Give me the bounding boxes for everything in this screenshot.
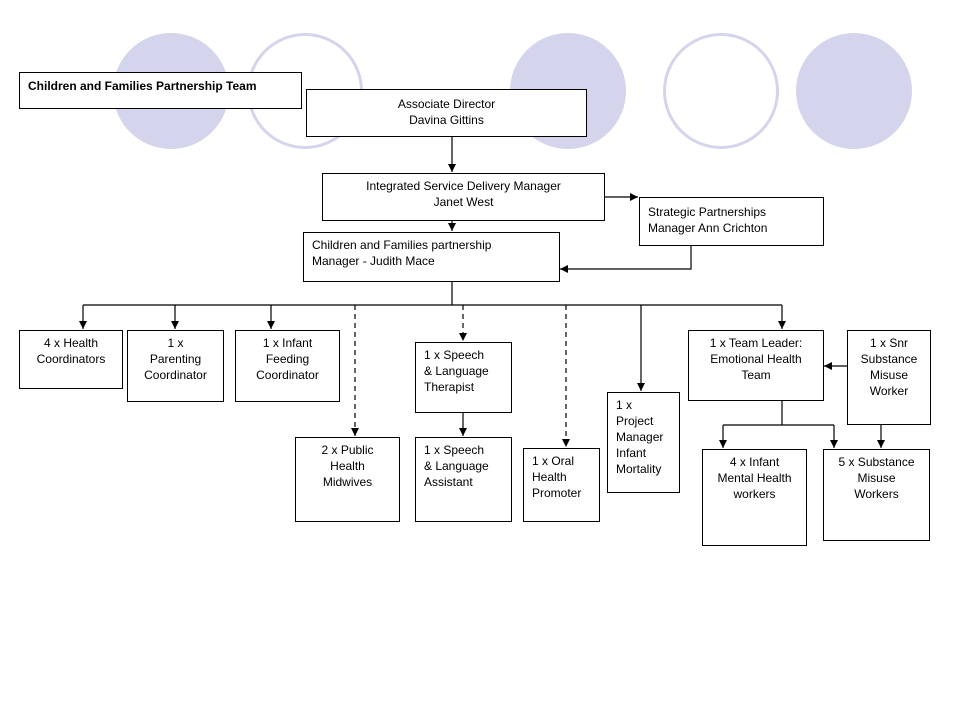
node-partnership-manager: Children and Families partnership Manage…	[303, 232, 560, 282]
node-associate-director: Associate Director Davina Gittins	[306, 89, 587, 137]
node-oral-health: 1 x Oral Health Promoter	[523, 448, 600, 522]
page-title: Children and Families Partnership Team	[19, 72, 302, 109]
node-substance-workers: 5 x Substance Misuse Workers	[823, 449, 930, 541]
node-parenting-coordinator: 1 x Parenting Coordinator	[127, 330, 224, 402]
node-infant-feeding: 1 x Infant Feeding Coordinator	[235, 330, 340, 402]
node-public-health-midwives: 2 x Public Health Midwives	[295, 437, 400, 522]
node-project-manager: 1 x Project Manager Infant Mortality	[607, 392, 680, 493]
node-speech-therapist: 1 x Speech & Language Therapist	[415, 342, 512, 413]
node-integrated-manager: Integrated Service Delivery Manager Jane…	[322, 173, 605, 221]
node-strategic-manager: Strategic Partnerships Manager Ann Crich…	[639, 197, 824, 246]
edge-strategic-to-partnership	[560, 246, 692, 273]
node-team-leader: 1 x Team Leader: Emotional Health Team	[688, 330, 824, 401]
node-health-coordinators: 4 x Health Coordinators	[19, 330, 123, 389]
decorative-circle-filled	[796, 33, 912, 149]
node-infant-mental-health: 4 x Infant Mental Health workers	[702, 449, 807, 546]
node-snr-substance: 1 x Snr Substance Misuse Worker	[847, 330, 931, 425]
node-speech-assistant: 1 x Speech & Language Assistant	[415, 437, 512, 522]
decorative-circle-ring	[663, 33, 779, 149]
